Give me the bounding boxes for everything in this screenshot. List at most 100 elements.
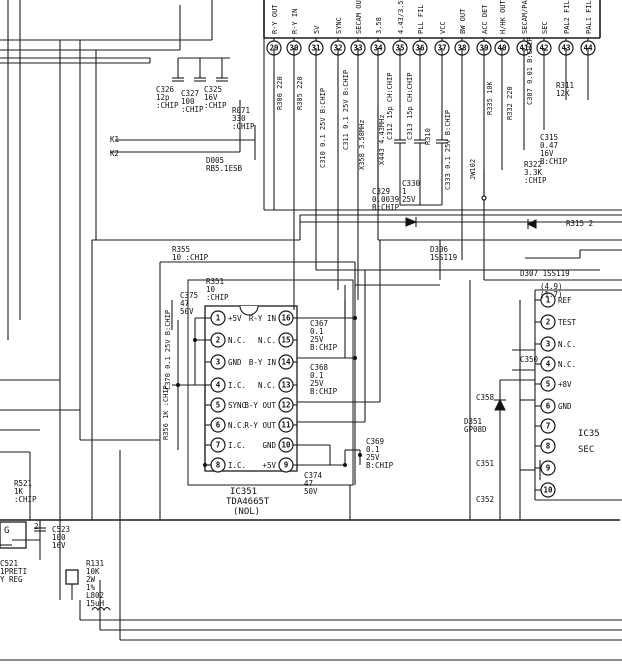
ic351-pin-num: 14 [281,358,291,367]
top-pin-label: SYNC [335,17,343,34]
ic351-pin-6 [210,417,226,433]
ic35-pin-label: REF [558,296,572,305]
diode-d307 [526,219,537,229]
ic351-pin-14 [278,354,294,370]
top-pin-label: ACC DET [481,4,489,34]
ic351-pin-13 [278,377,294,393]
ic35-pin-num: 4 [546,360,551,369]
ic351-pin-4 [210,377,226,393]
ic351-name: IC351 [230,487,257,497]
r356-label: R356 1K :CHIP [162,385,170,440]
ic35-pin-num: 5 [546,380,551,389]
ic351-part: TDA4665T [226,497,270,507]
ic35-pin-9 [540,460,556,476]
ic351-pin-5 [210,397,226,413]
ic351-pin-label: N.C. [258,381,276,390]
ic35-pin-num: 10 [543,486,553,495]
c310-label: C310 0.1 25V B:CHIP [319,88,327,168]
r305-label: R305 220 [296,76,304,110]
ic35-name: IC35 [578,429,600,439]
ic35-pin-num: 1 [546,296,551,305]
ic351-pin-num: 15 [281,336,290,345]
ic35-pin-10 [540,482,556,498]
top-pin-label: SEC [541,21,549,34]
ic351-pin-num: 13 [281,381,291,390]
k1-label: K1 [110,135,119,144]
top-pin-label: R-Y IN [291,9,299,34]
top-pin-label: H/HK OUT [499,0,507,34]
ic351-pin-label: I.C. [228,441,246,450]
c312-label: C312 15p CH:CHIP [386,73,394,140]
c358-label: C358 [476,393,495,402]
ic351-pin-num: 7 [216,441,221,450]
ic35-pin-label: GND [558,402,572,411]
ic351-pin-label: N.C. [228,421,246,430]
ic35-pin-4 [540,356,556,372]
top-pin-label: 5V [313,25,321,34]
ic35-sub: SEC [578,445,594,455]
ic351-pin-num: 12 [281,401,290,410]
ic35-pin-label: N.C. [558,360,576,369]
ic351-pin-label: R-Y OUT [244,421,276,430]
c313-label: C313 15p CH:CHIP [406,73,414,140]
ic351-pin-num: 6 [216,421,221,430]
ic351-pin-11 [278,417,294,433]
ic35-pin-3 [540,336,556,352]
top-pin-label: PAL1 FIL [585,0,593,34]
ic351-pin-label: N.C. [258,336,276,345]
c351-label: C351 [476,459,494,468]
ic351-pin-num: 11 [281,421,291,430]
ic35-pin-num: 9 [546,464,551,473]
ic351-pin-8 [210,457,226,473]
ic35-frame [469,280,622,520]
ic351-pin-label: GND [262,441,276,450]
ic35-pin-num: 6 [546,402,551,411]
ic351-pin-num: 4 [216,381,221,390]
ic351-pin-num: 10 [281,441,291,450]
ic351-pin-label: +5V [228,314,242,323]
ic351-pin-label: B-Y OUT [244,401,276,410]
d307-label: D307 1SS119 [520,269,570,278]
ic35-pin-label: +8V [558,380,572,389]
r300-label: R300 220 [276,76,284,110]
bottom-left-components [0,520,111,612]
ic351-pin-label: B-Y IN [249,358,276,367]
ic351-pin-label: GND [228,358,242,367]
ic351-pin-label: SYNC [228,401,246,410]
ic35-pin-num: 7 [546,422,551,431]
ic35-pin-label: N.C. [558,340,576,349]
diode-d306 [405,217,418,227]
ic351-pin-label: R-Y IN [249,314,276,323]
ic35-pin-6 [540,398,556,414]
x443-label: X443 4.43MHz [378,114,386,165]
ic351-pin-label: I.C. [228,381,246,390]
c352-label: C352 [476,495,494,504]
ic351-pin-10 [278,437,294,453]
ic351-pin-7 [210,437,226,453]
ic351-pkg: (NOL) [233,507,260,517]
ic351-pin-2 [210,332,226,348]
c311-label: C311 0.1 25V B:CHIP [342,70,350,150]
top-pin-drops [263,0,622,310]
top-pin-label: PAL2 FIL [563,0,571,34]
ic351-pin-3 [210,354,226,370]
x358-label: X358 3.58MHz [358,119,366,170]
ic351-pin-label: N.C. [228,336,246,345]
ic35-pin-num: 3 [546,340,551,349]
